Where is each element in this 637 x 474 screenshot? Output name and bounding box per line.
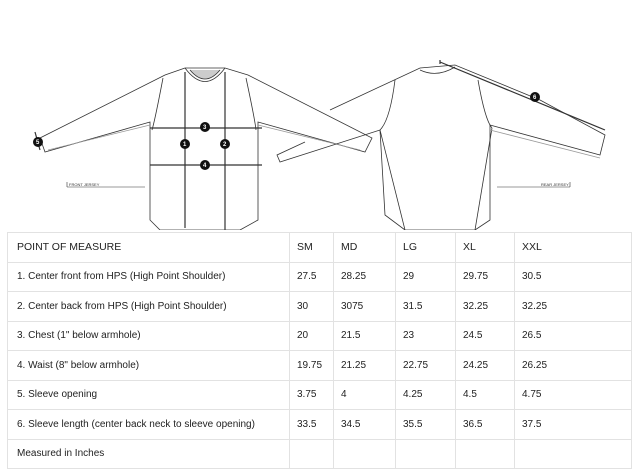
empty-cell [514,438,632,469]
cell-lg: 35.5 [395,409,456,440]
cell-sm: 3.75 [289,379,334,410]
header-xl: XL [455,232,515,263]
header-sm: SM [289,232,334,263]
table-footer-row: Measured in Inches [7,438,632,469]
units-note: Measured in Inches [7,438,290,469]
cell-xl: 4.5 [455,379,515,410]
marker-5 [33,137,43,147]
cell-xl: 36.5 [455,409,515,440]
cell-sm: 19.75 [289,350,334,381]
table-row: 3. Chest (1" below armhole) 20 21.5 23 2… [7,320,632,351]
cell-lg: 29 [395,261,456,292]
measure-label: 3. Chest (1" below armhole) [7,320,290,351]
marker-4 [200,160,210,170]
cell-lg: 31.5 [395,291,456,322]
cell-xxl: 32.25 [514,291,632,322]
cell-xxl: 26.5 [514,320,632,351]
marker-3-label: 3 [203,125,207,131]
header-xxl: XXL [514,232,632,263]
cell-sm: 33.5 [289,409,334,440]
measure-label: 2. Center back from HPS (High Point Shou… [7,291,290,322]
measure-label: 6. Sleeve length (center back neck to sl… [7,409,290,440]
cell-md: 28.25 [333,261,396,292]
front-jersey-label: FRONT JERSEY [69,182,100,187]
front-jersey-drawing: FRONT JERSEY [34,67,373,230]
table-row: 2. Center back from HPS (High Point Shou… [7,291,632,322]
cell-md: 4 [333,379,396,410]
cell-xxl: 30.5 [514,261,632,292]
header-lg: LG [395,232,456,263]
marker-1 [180,139,190,149]
table-row: 6. Sleeve length (center back neck to sl… [7,409,632,440]
cell-sm: 20 [289,320,334,351]
cell-xl: 24.5 [455,320,515,351]
measure-label: 1. Center front from HPS (High Point Sho… [7,261,290,292]
cell-md: 3075 [333,291,396,322]
cell-xl: 29.75 [455,261,515,292]
marker-3 [200,122,210,132]
marker-5-label: 5 [36,140,40,146]
measure-markers: 1 2 3 4 5 6 [33,92,540,170]
table-row: 4. Waist (8" below armhole) 19.75 21.25 … [7,350,632,381]
marker-6 [530,92,540,102]
cell-xl: 32.25 [455,291,515,322]
empty-cell [289,438,334,469]
rear-jersey-drawing: REAR JERSEY [276,60,606,230]
table-header-row: POINT OF MEASURE SM MD LG XL XXL [7,232,632,263]
empty-cell [395,438,456,469]
measure-label: 5. Sleeve opening [7,379,290,410]
jersey-diagram: FRONT JERSEY REAR JERSEY 1 2 3 4 5 6 [33,60,606,230]
cell-sm: 30 [289,291,334,322]
cell-md: 21.25 [333,350,396,381]
cell-xxl: 4.75 [514,379,632,410]
rear-jersey-label: REAR JERSEY [541,182,569,187]
marker-1-label: 1 [183,142,187,148]
marker-2 [220,139,230,149]
cell-xxl: 37.5 [514,409,632,440]
header-md: MD [333,232,396,263]
measure-label: 4. Waist (8" below armhole) [7,350,290,381]
cell-md: 34.5 [333,409,396,440]
cell-lg: 22.75 [395,350,456,381]
empty-cell [333,438,396,469]
cell-sm: 27.5 [289,261,334,292]
cell-xl: 24.25 [455,350,515,381]
empty-cell [455,438,515,469]
size-table: POINT OF MEASURE SM MD LG XL XXL 1. Cent… [7,232,632,469]
table-row: 1. Center front from HPS (High Point Sho… [7,261,632,292]
marker-2-label: 2 [223,142,227,148]
header-point-of-measure: POINT OF MEASURE [7,232,290,263]
cell-md: 21.5 [333,320,396,351]
cell-xxl: 26.25 [514,350,632,381]
marker-4-label: 4 [203,163,207,169]
marker-6-label: 6 [533,95,537,101]
cell-lg: 4.25 [395,379,456,410]
cell-lg: 23 [395,320,456,351]
table-row: 5. Sleeve opening 3.75 4 4.25 4.5 4.75 [7,379,632,410]
